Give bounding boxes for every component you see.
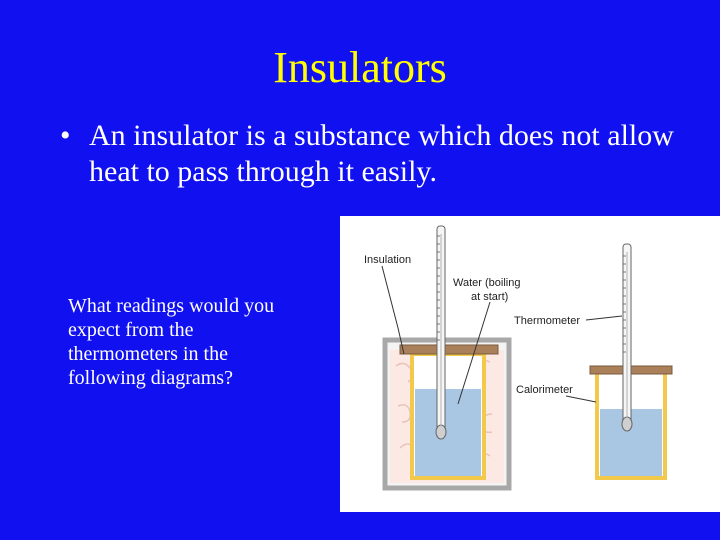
right-thermometer-bulb — [621, 416, 633, 432]
bullet-text: An insulator is a substance which does n… — [89, 119, 674, 188]
question-text: What readings would you expect from the … — [62, 294, 280, 418]
calorimeter-leader — [565, 395, 597, 403]
left-thermometer-ticks — [437, 235, 440, 341]
insulation-label: Insulation — [364, 254, 411, 266]
diagram-svg: Insulation Water (boiling at start) Ther… — [364, 225, 673, 491]
left-water — [415, 389, 481, 476]
calorimeter-label: Calorimeter — [516, 384, 573, 396]
slide-title: Insulators — [273, 43, 447, 92]
water-label-line1: Water (boiling — [453, 277, 520, 289]
water-leader — [457, 301, 491, 405]
right-thermometer-ticks — [623, 255, 626, 353]
insulation-leader — [381, 265, 405, 355]
left-lid — [399, 344, 499, 355]
left-thermometer-bulb — [435, 424, 447, 440]
insulation-diagram: Insulation Water (boiling at start) Ther… — [340, 216, 720, 512]
bullet-point: • An insulator is a substance which does… — [60, 118, 680, 190]
water-label-line2: at start) — [471, 291, 508, 303]
thermometer-label: Thermometer — [514, 315, 580, 327]
bullet-glyph: • — [60, 119, 71, 152]
thermometer-leader — [585, 315, 623, 321]
